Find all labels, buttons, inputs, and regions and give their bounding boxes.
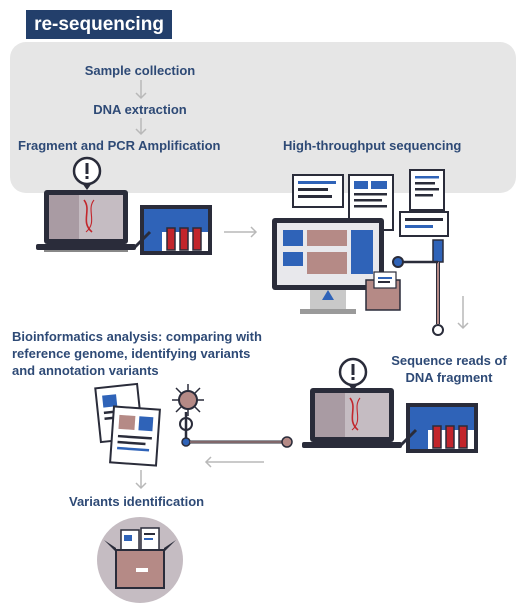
test-tube-rack-icon bbox=[132, 205, 212, 255]
test-tube-rack-icon bbox=[398, 403, 478, 453]
laptop-icon bbox=[302, 388, 402, 448]
step-ht-sequencing: High-throughput sequencing bbox=[283, 138, 462, 153]
bioinformatics-line-2: reference genome, identifying variants bbox=[12, 346, 251, 361]
bioinformatics-line-3: and annotation variants bbox=[12, 363, 159, 378]
arrow-left-icon bbox=[204, 456, 264, 468]
analysis-papers-icon bbox=[94, 382, 161, 467]
sequence-reads-line-2: DNA fragment bbox=[405, 370, 493, 385]
desktop-monitor-icon bbox=[272, 218, 384, 314]
open-box-icon bbox=[365, 271, 401, 311]
alert-icon bbox=[338, 357, 368, 391]
sequencing-documents-icon bbox=[292, 169, 449, 237]
step-dna-extraction: DNA extraction bbox=[93, 102, 187, 117]
step-sample-collection: Sample collection bbox=[84, 63, 196, 78]
arrow-down-icon bbox=[135, 80, 147, 100]
step-bioinformatics: Bioinformatics analysis: comparing with … bbox=[12, 328, 312, 379]
variants-box-icon bbox=[97, 517, 183, 603]
sensor-icon bbox=[172, 384, 293, 448]
page-title: re-sequencing bbox=[26, 10, 172, 39]
step-variants-identification: Variants identification bbox=[69, 494, 205, 509]
alert-icon bbox=[72, 156, 102, 190]
arrow-down-icon bbox=[135, 118, 147, 136]
step-sequence-reads: Sequence reads of DNA fragment bbox=[376, 352, 522, 386]
laptop-icon bbox=[36, 190, 136, 252]
arrow-down-icon bbox=[135, 470, 147, 490]
pipette-icon bbox=[392, 239, 444, 336]
bioinformatics-line-1: Bioinformatics analysis: comparing with bbox=[12, 329, 262, 344]
step-fragment-pcr: Fragment and PCR Amplification bbox=[18, 138, 221, 153]
arrow-down-icon bbox=[457, 296, 469, 330]
sequence-reads-line-1: Sequence reads of bbox=[391, 353, 507, 368]
arrow-right-icon bbox=[224, 226, 258, 238]
